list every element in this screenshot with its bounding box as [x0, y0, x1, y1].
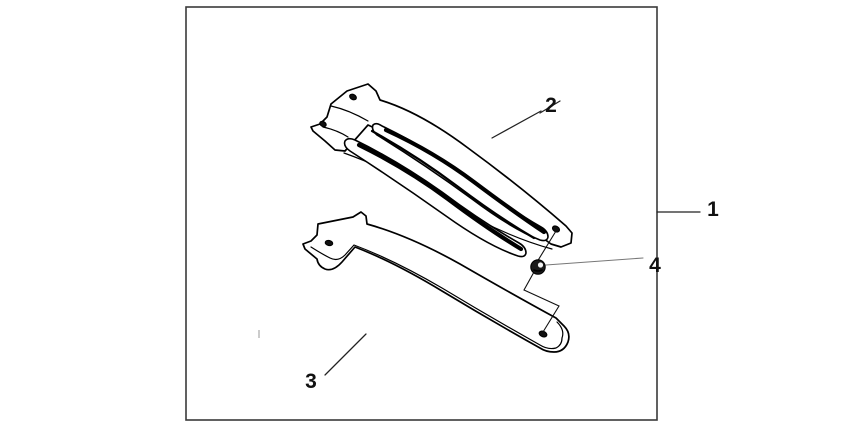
lower-plate-hole-right: [538, 330, 548, 338]
part-mounting-bolt: [530, 259, 546, 275]
callout-2-underline: [539, 100, 561, 114]
assembly-line-lower: [523, 271, 560, 333]
lower-plate-hole-left: [324, 239, 334, 247]
callout-1-label[interactable]: 1: [707, 198, 719, 221]
lower-plate-outline: [302, 211, 570, 353]
upper-cover-hole-top: [349, 93, 357, 101]
diagram-frame: [185, 6, 658, 421]
assembly-alignment-lines: [523, 230, 560, 333]
upper-cover-gusset-line-2: [322, 126, 349, 138]
upper-cover-hole-right: [551, 225, 561, 233]
upper-cover-gusset-line: [330, 105, 369, 122]
upper-cover-slot-2-shading: [356, 142, 524, 252]
assembly-line-upper: [536, 230, 557, 263]
upper-cover-rib-shading: [370, 129, 536, 240]
callout-3-leader: [324, 333, 367, 376]
callout-2-label[interactable]: 2: [545, 94, 557, 117]
lower-plate-inner-rim: [310, 244, 563, 350]
part-lower-base-plate: [302, 211, 570, 353]
callout-3-label[interactable]: 3: [305, 370, 317, 393]
callout-4-leader: [545, 257, 644, 266]
bolt-head-slot: [533, 269, 543, 272]
callout-4-label[interactable]: 4: [649, 254, 661, 277]
callout-2-leader: [491, 110, 542, 139]
bolt-head: [530, 259, 546, 275]
bolt-head-highlight: [537, 262, 544, 268]
part-upper-grille-cover: [310, 83, 573, 258]
upper-cover-slot-1-shading: [383, 127, 547, 235]
lower-plate-corner-arc: [556, 321, 564, 339]
upper-cover-hole-left: [319, 120, 327, 128]
